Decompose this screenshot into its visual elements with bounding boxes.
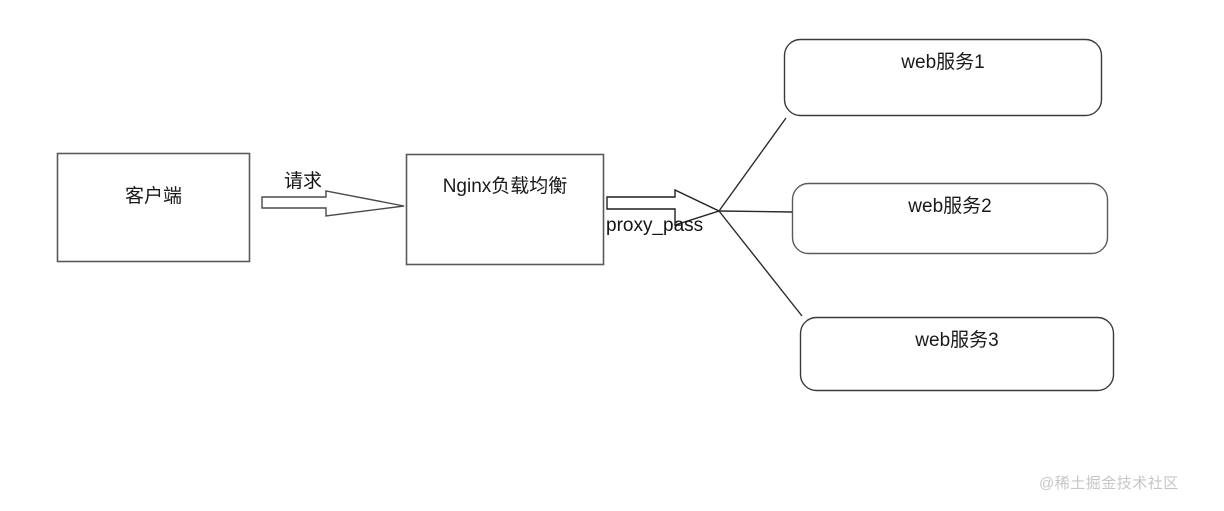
node-web3-shape bbox=[799, 316, 1115, 392]
edge-nginx-to-web-arrow bbox=[606, 188, 721, 226]
node-web1-shape bbox=[783, 38, 1103, 117]
edge-client-to-nginx-arrow bbox=[261, 190, 405, 217]
node-web3-label: web服务3 bbox=[915, 330, 999, 351]
node-client-shape bbox=[56, 152, 251, 263]
node-web1-label: web服务1 bbox=[901, 52, 985, 73]
connector-to-web2 bbox=[718, 210, 793, 213]
node-nginx-shape bbox=[405, 153, 605, 266]
node-client-label: 客户端 bbox=[124, 186, 182, 207]
edge-client-to-nginx-label: 请求 bbox=[284, 171, 323, 192]
connector-to-web1 bbox=[718, 117, 787, 212]
edge-nginx-to-web-label: proxy_pass bbox=[606, 215, 704, 236]
node-web2-shape bbox=[791, 182, 1109, 255]
node-nginx-label: Nginx负载均衡 bbox=[442, 176, 568, 197]
node-web2-label: web服务2 bbox=[908, 196, 992, 217]
connector-to-web3 bbox=[718, 210, 803, 317]
watermark: @稀土掘金技术社区 bbox=[1039, 475, 1179, 492]
